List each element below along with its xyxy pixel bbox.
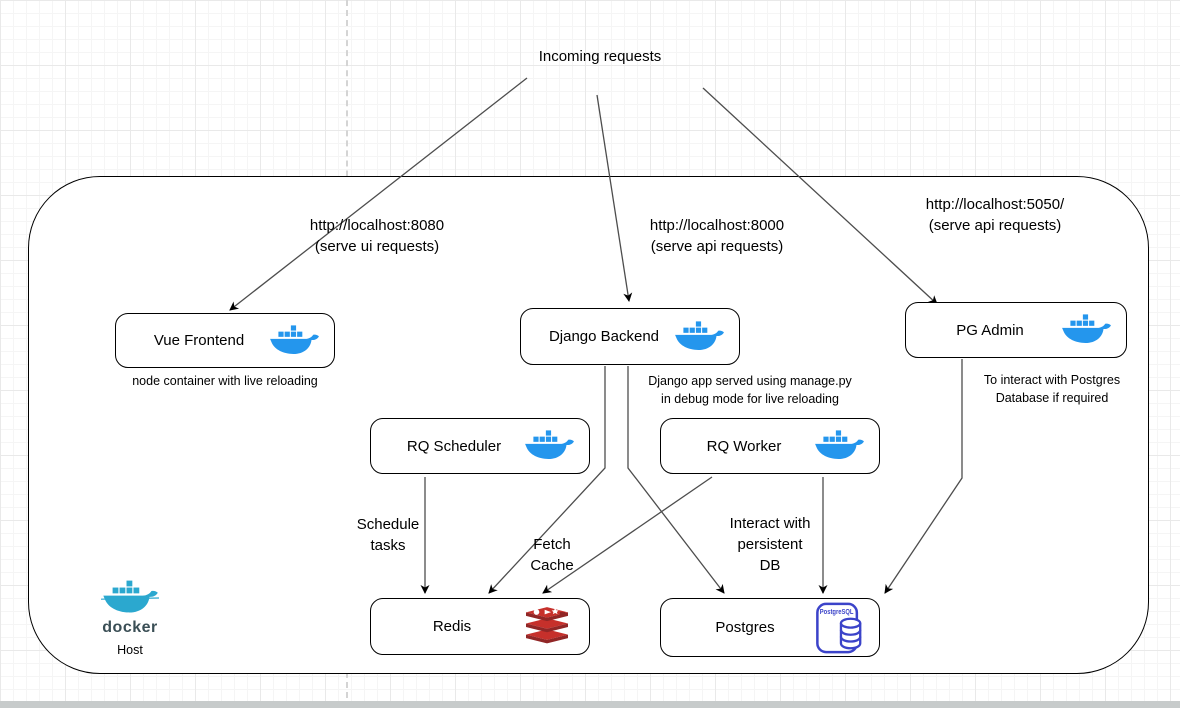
edge-label-fetch-cache: Fetch Cache (530, 536, 574, 574)
node-vue-frontend[interactable]: Vue Frontend (115, 313, 335, 368)
caption-django: Django app served using manage.py in deb… (648, 374, 852, 406)
url-label-pgadmin: http://localhost:5050/ (serve api reques… (895, 194, 1095, 236)
url-label-api: http://localhost:8000 (serve api request… (617, 215, 817, 257)
docker-whale-icon (673, 318, 725, 356)
docker-logo-icon (100, 580, 160, 620)
node-postgres[interactable]: Postgres PostgreSQL (660, 598, 880, 657)
docker-whale-icon (813, 427, 865, 465)
horizontal-scrollbar[interactable] (0, 701, 1180, 708)
host-label: Host (117, 643, 143, 657)
docker-whale-icon (523, 427, 575, 465)
node-django-backend-label: Django Backend (548, 328, 660, 345)
node-django-backend[interactable]: Django Backend (520, 308, 740, 365)
url-label-ui: http://localhost:8080 (serve ui requests… (277, 215, 477, 257)
node-pg-admin-label: PG Admin (956, 321, 1024, 339)
caption-vue: node container with live reloading (132, 374, 318, 388)
node-vue-frontend-label: Vue Frontend (153, 332, 245, 349)
url-ui-line2: (serve ui requests) (314, 238, 440, 255)
docker-wordmark: docker (102, 619, 158, 636)
url-pgadmin-line2: (serve api requests) (928, 217, 1062, 234)
node-pg-admin[interactable]: PG Admin (905, 302, 1127, 358)
docker-host-logo: docker Host (98, 580, 162, 657)
node-rq-scheduler[interactable]: RQ Scheduler (370, 418, 590, 474)
node-redis-label: Redis (432, 618, 472, 635)
node-rq-scheduler-label: RQ Scheduler (406, 437, 502, 455)
url-ui-line1: http://localhost:8080 (309, 217, 445, 234)
postgresql-icon-label: PostgreSQL (820, 607, 854, 616)
edge-label-schedule-tasks: Schedule tasks (356, 516, 420, 554)
edge-label-interact-db: Interact with persistent DB (729, 515, 811, 574)
url-api-line1: http://localhost:8000 (649, 217, 785, 234)
url-pgadmin-line1: http://localhost:5050/ (925, 196, 1065, 213)
caption-pgadmin: To interact with Postgres Database if re… (983, 373, 1121, 405)
docker-whale-icon (268, 322, 320, 360)
incoming-requests-label: Incoming requests (538, 48, 662, 65)
redis-icon (519, 606, 575, 647)
node-postgres-label: Postgres (715, 619, 775, 636)
node-rq-worker-label: RQ Worker (706, 437, 782, 455)
node-rq-worker[interactable]: RQ Worker (660, 418, 880, 474)
docker-whale-icon (1060, 311, 1112, 349)
postgresql-icon: PostgreSQL (815, 602, 865, 654)
url-api-line2: (serve api requests) (650, 238, 784, 255)
node-redis[interactable]: Redis (370, 598, 590, 655)
